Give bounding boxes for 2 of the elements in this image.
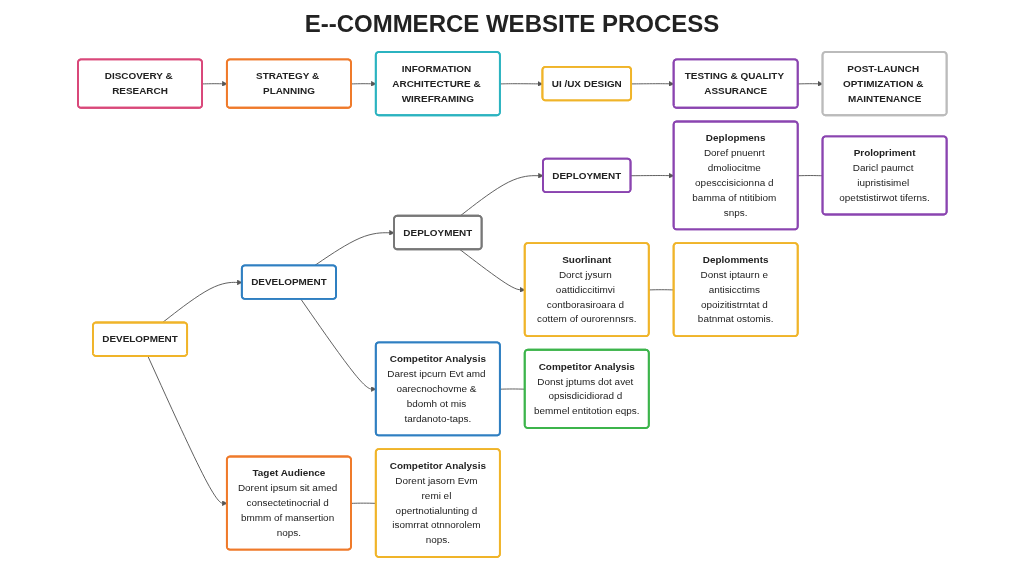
connector <box>797 174 823 176</box>
diagram-title: E--COMMERCE WEBSITE PROCESS <box>303 10 721 38</box>
